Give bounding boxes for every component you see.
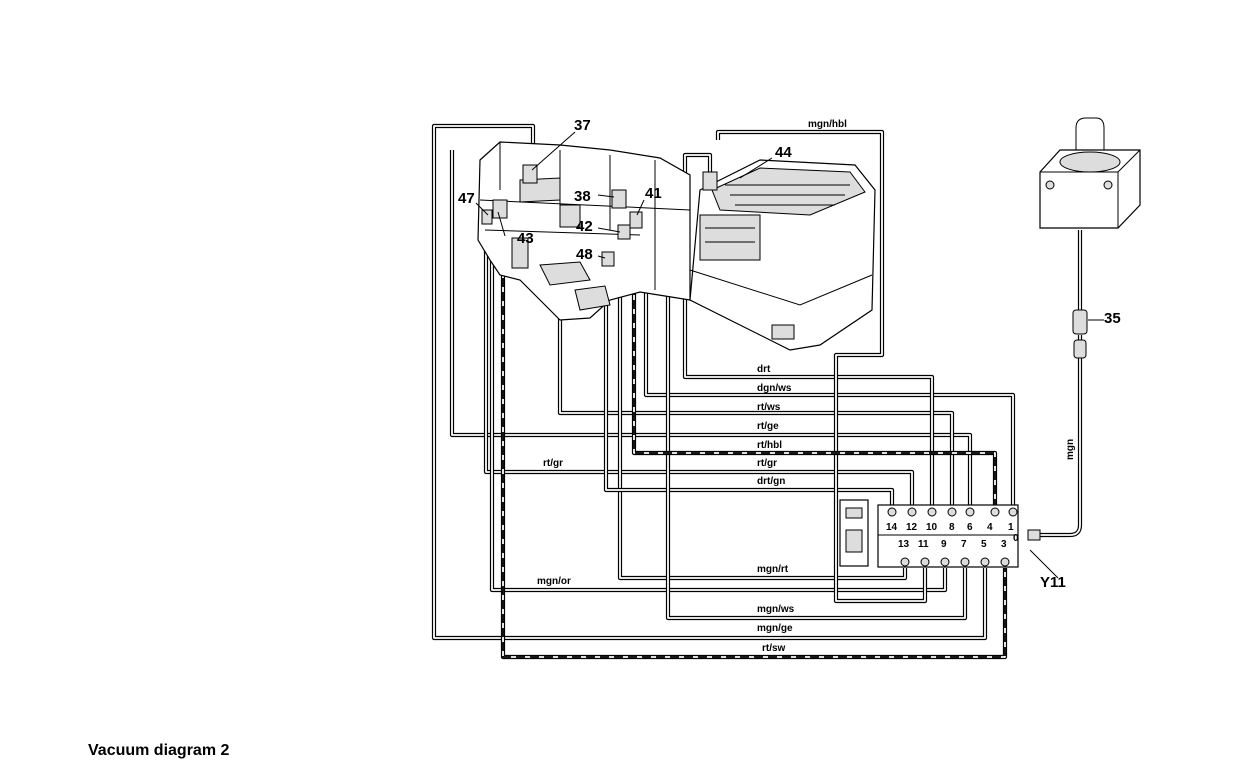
port-zero: 0 (1013, 533, 1019, 544)
actuators (481, 164, 718, 267)
line-label-drt: drt (757, 364, 771, 375)
line-label-mgn-rt: mgn/rt (757, 564, 789, 575)
label-42: 42 (576, 218, 593, 235)
line-label-rt-sw: rt/sw (762, 643, 786, 654)
port-bottom: 9 (941, 539, 947, 550)
label-37: 37 (574, 117, 591, 134)
port-top: 1 (1008, 522, 1014, 533)
actuator-44 (702, 171, 718, 191)
port-nipples (887, 507, 1041, 567)
line-label-dgn-ws: dgn/ws (757, 383, 792, 394)
line-label-rt-hbl: rt/hbl (757, 440, 782, 451)
port-bottom: 13 (898, 539, 910, 550)
blower-unit (689, 159, 876, 351)
label-43: 43 (517, 230, 534, 247)
check-valve-35 (1072, 309, 1104, 359)
component-numbers: 37 38 41 42 43 44 47 48 35 Y11 (458, 117, 1121, 591)
port-top: 8 (949, 522, 955, 533)
port-top: 6 (967, 522, 973, 533)
label-38: 38 (574, 188, 591, 205)
valve-block-y11 (839, 499, 1041, 568)
actuator-38 (611, 189, 627, 209)
callout-leaders (475, 131, 1059, 579)
line-label-mgn: mgn (1065, 439, 1076, 460)
port-bottom: 11 (918, 539, 929, 550)
line-label-rt-gr: rt/gr (757, 458, 777, 469)
actuator-43 (492, 199, 508, 219)
label-y11: Y11 (1040, 574, 1066, 591)
line-label-rt-ge: rt/ge (757, 421, 779, 432)
actuator-41 (629, 211, 643, 229)
diagram-caption: Vacuum diagram 2 (88, 742, 230, 759)
port-bottom: 3 (1001, 539, 1007, 550)
actuator-48 (601, 251, 615, 267)
line-labels: mgn/hbl drt dgn/ws rt/ws rt/ge rt/hbl rt… (537, 119, 1076, 654)
actuator-47 (481, 209, 493, 225)
line-label-mgn-ws: mgn/ws (757, 604, 795, 615)
port-top: 12 (906, 522, 918, 533)
vacuum-reservoir (1039, 117, 1141, 229)
label-47: 47 (458, 190, 475, 207)
port-top: 14 (886, 522, 898, 533)
actuator-37 (522, 164, 538, 184)
line-label-rt-gr-left: rt/gr (543, 458, 563, 469)
port-bottom: 7 (961, 539, 967, 550)
port-top: 10 (926, 522, 938, 533)
line-label-mgn-or: mgn/or (537, 576, 571, 587)
label-35: 35 (1104, 310, 1121, 327)
line-label-mgn-hbl: mgn/hbl (808, 119, 847, 130)
label-44: 44 (775, 144, 792, 161)
dashed-vacuum-lines (500, 230, 1008, 660)
line-label-rt-ws: rt/ws (757, 402, 781, 413)
line-label-drt-gn: drt/gn (757, 476, 785, 487)
label-48: 48 (576, 246, 593, 263)
heater-box (477, 141, 691, 321)
port-numbers: 14 12 10 8 6 4 1 0 13 11 9 7 5 3 (886, 522, 1019, 550)
label-41: 41 (645, 185, 662, 202)
line-label-mgn-ge: mgn/ge (757, 623, 793, 634)
port-top: 4 (987, 522, 993, 533)
port-bottom: 5 (981, 539, 987, 550)
